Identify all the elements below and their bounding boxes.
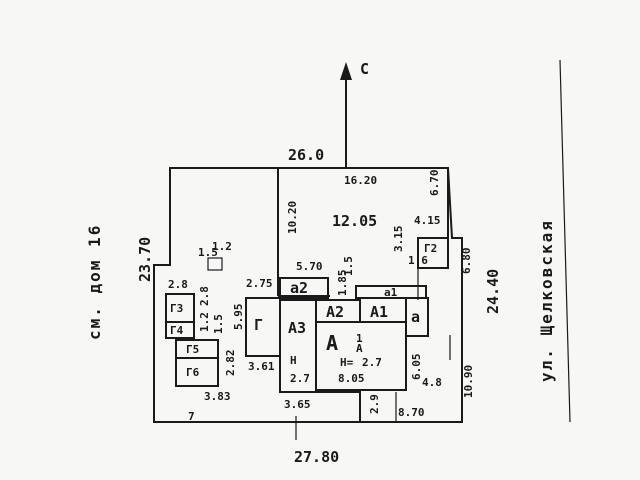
dim-g-bottom: 3.61 [248, 360, 275, 373]
label-a2: А2 [326, 303, 344, 321]
dim-g2-vert: 3.15 [392, 226, 405, 253]
room-a2-small [279, 277, 329, 299]
label-small-a2: а2 [290, 279, 308, 297]
dim-right-inner-horiz: 4.8 [422, 376, 442, 389]
dim-right-vert-2: 6.80 [460, 248, 473, 275]
dim-bottom-total: 27.80 [294, 448, 339, 466]
label-h-a3-val: 2.7 [290, 372, 310, 385]
label-a-frac-bottom: А [356, 342, 363, 355]
dim-top-total: 26.0 [288, 146, 324, 164]
label-h-a: Н= [340, 356, 354, 369]
room-g2 [417, 237, 449, 269]
label-g: Г [254, 316, 263, 334]
dim-left-height: 23.70 [136, 237, 154, 282]
dim-top-right: 16.20 [344, 174, 377, 187]
dim-g4-side: 1.2 [198, 312, 211, 332]
label-a: А [326, 331, 338, 355]
room-a1-small [355, 285, 427, 299]
room-g4 [165, 321, 195, 339]
dim-bottom-right: 8.70 [398, 406, 425, 419]
dim-g6-side: 2.82 [224, 350, 237, 377]
label-small-a1: а1 [384, 286, 398, 299]
label-h-a3: Н [290, 354, 297, 367]
label-a1: А1 [370, 303, 388, 321]
dim-top-right-vert: 6.70 [428, 170, 441, 197]
north-arrow-head [340, 62, 352, 80]
lot-boundary [153, 167, 463, 423]
dim-a2-side-2: 1.85 [336, 270, 349, 297]
label-a-width: 8.05 [338, 372, 365, 385]
dim-right-inner-vert: 6.05 [410, 354, 423, 381]
room-g [245, 297, 281, 357]
dim-small-square-2: 1.2 [212, 240, 232, 253]
street-line [559, 59, 571, 423]
dim-g-side: 5.95 [232, 304, 245, 331]
dim-g3-width: 2.8 [168, 278, 188, 291]
dim-right-outer-vert: 10.90 [462, 365, 475, 398]
dim-a2-width: 5.70 [296, 260, 323, 273]
dim-inner-left-vert: 10.20 [286, 201, 299, 234]
street-label: ул. Щелковская [537, 219, 556, 382]
label-a-frac-top: 1 [356, 332, 363, 345]
label-g5: Г5 [186, 343, 199, 356]
label-small-a: а [411, 308, 420, 326]
label-g3: Г3 [170, 302, 183, 315]
neighbor-label: см. дом 16 [85, 224, 104, 340]
dim-seven: 7 [188, 410, 195, 423]
a-base [280, 391, 361, 422]
dim-right-height: 24.40 [484, 269, 502, 314]
small-square [207, 257, 223, 271]
dim-small-square: 1.5 [198, 246, 218, 259]
label-g6: Г6 [186, 366, 200, 379]
label-g4: Г4 [170, 324, 184, 337]
room-g6 [175, 357, 219, 387]
label-h-a-val: 2.7 [362, 356, 382, 369]
dim-top-right-horiz: 4.15 [414, 214, 441, 227]
dim-bottom-left: 3.65 [284, 398, 311, 411]
dim-bottom-small-vert: 2.9 [368, 394, 381, 414]
dim-a2-side: 1.5 [342, 256, 355, 276]
dim-inner-mid: 12.05 [332, 212, 377, 230]
north-label: С [360, 60, 369, 78]
dim-g6-bottom: 3.83 [204, 390, 231, 403]
dim-g-top: 2.75 [246, 277, 273, 290]
label-a3: А3 [288, 319, 306, 337]
dim-g4-side-2: 1.5 [212, 314, 225, 334]
dim-g3-side: 2.8 [198, 286, 211, 306]
dim-g2-inner: 1.6 [408, 254, 428, 267]
label-g2: Г2 [424, 242, 437, 255]
